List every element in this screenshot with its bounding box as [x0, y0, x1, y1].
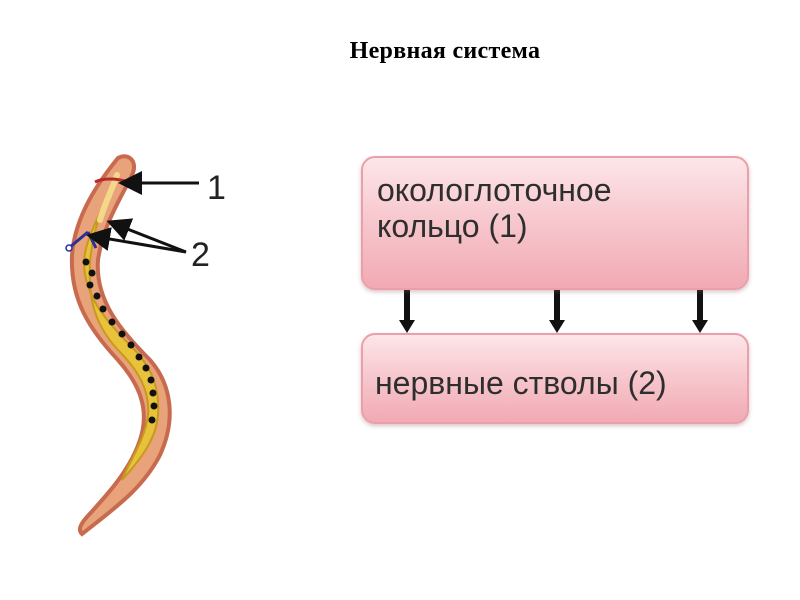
nerve-ring-box: окологлоточное кольцо (1) [361, 156, 749, 290]
connector-arrow-head [692, 320, 708, 333]
nerve-trunks-box-text: нервные стволы (2) [375, 365, 667, 401]
connector-arrows [399, 288, 708, 333]
nerve-node [66, 245, 72, 251]
pointer-line-2b [92, 236, 186, 252]
connector-arrow-head [399, 320, 415, 333]
nerve-ring-line-1: окологлоточное [377, 172, 737, 208]
nerve-trunks-box: нервные стволы (2) [361, 333, 749, 424]
nerve-ring-line-2: кольцо (1) [377, 208, 737, 244]
nerve-ring-box-text: окологлоточное кольцо (1) [377, 172, 737, 244]
label-1: 1 [207, 169, 226, 208]
connector-arrow-head [549, 320, 565, 333]
label-2: 2 [191, 236, 210, 275]
pointer-line-2a [112, 223, 186, 252]
